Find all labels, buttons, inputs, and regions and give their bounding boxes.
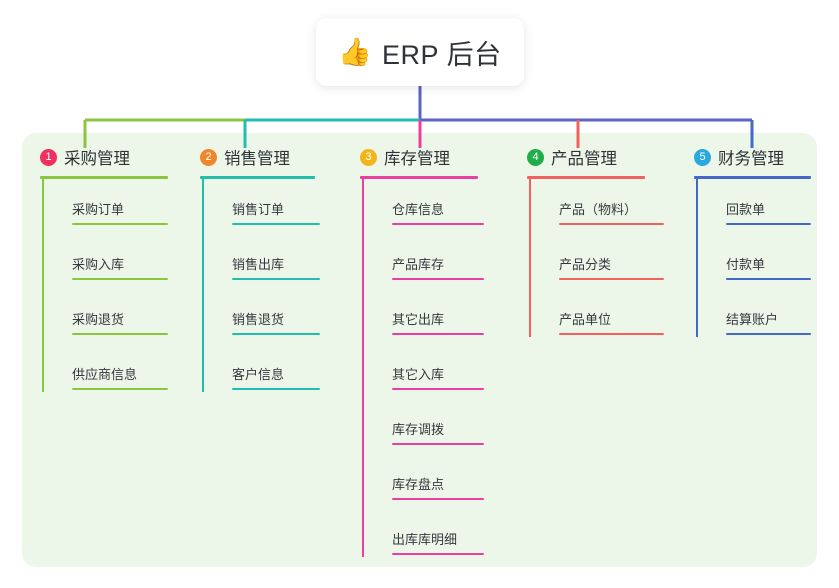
- leaf-label: 仓库信息: [392, 202, 445, 217]
- leaf-underline: [392, 223, 484, 225]
- leaf-underline: [392, 498, 484, 500]
- branch-stem-3: [362, 179, 364, 557]
- leaf-label: 结算账户: [726, 312, 779, 327]
- leaf-label: 采购退货: [72, 312, 125, 327]
- leaf-label: 销售退货: [232, 312, 285, 327]
- leaf-underline: [72, 333, 168, 335]
- branch-badge-3: 3: [360, 148, 377, 166]
- leaf-label: 销售订单: [232, 202, 285, 217]
- leaf-label: 采购入库: [72, 257, 125, 272]
- leaf-label: 付款单: [726, 257, 766, 272]
- leaf-underline: [726, 223, 811, 225]
- branch-badge-1: 1: [40, 148, 57, 166]
- leaf-underline: [559, 223, 664, 225]
- branch-header-3[interactable]: 3 库存管理: [360, 145, 450, 169]
- branch-stem-4: [529, 179, 531, 337]
- root-title: ERP 后台: [382, 39, 502, 70]
- branch-title-5: 财务管理: [718, 150, 784, 168]
- leaf-underline: [72, 278, 168, 280]
- leaf-underline: [232, 223, 320, 225]
- leaf-label: 其它入库: [392, 367, 445, 382]
- leaf-underline: [232, 388, 320, 390]
- branch-underline-3: [360, 176, 478, 179]
- leaf-label: 供应商信息: [72, 367, 138, 382]
- branch-stem-2: [202, 179, 204, 392]
- branches-panel: [22, 133, 817, 567]
- branch-header-5[interactable]: 5 财务管理: [694, 145, 784, 169]
- leaf-label: 库存调拨: [392, 422, 445, 437]
- leaf-underline: [232, 278, 320, 280]
- leaf-label: 采购订单: [72, 202, 125, 217]
- branch-stem-1: [42, 179, 44, 392]
- leaf-underline: [559, 333, 664, 335]
- branch-header-4[interactable]: 4 产品管理: [527, 145, 617, 169]
- root-node[interactable]: 👍 ERP 后台: [316, 18, 524, 86]
- branch-underline-1: [40, 176, 168, 179]
- branch-badge-2: 2: [200, 148, 217, 166]
- branch-title-4: 产品管理: [551, 150, 617, 168]
- leaf-label: 产品库存: [392, 257, 445, 272]
- leaf-underline: [392, 278, 484, 280]
- leaf-label: 客户信息: [232, 367, 285, 382]
- leaf-underline: [559, 278, 664, 280]
- leaf-label: 回款单: [726, 202, 766, 217]
- leaf-label: 其它出库: [392, 312, 445, 327]
- branch-badge-4: 4: [527, 148, 544, 166]
- leaf-underline: [392, 388, 484, 390]
- branch-underline-4: [527, 176, 645, 179]
- leaf-underline: [72, 388, 168, 390]
- branch-title-3: 库存管理: [384, 150, 450, 168]
- branch-stem-5: [696, 179, 698, 337]
- branch-header-1[interactable]: 1 采购管理: [40, 145, 130, 169]
- leaf-label: 库存盘点: [392, 477, 445, 492]
- leaf-underline: [392, 553, 484, 555]
- leaf-label: 产品分类: [559, 257, 612, 272]
- leaf-label: 出库库明细: [392, 532, 458, 547]
- leaf-underline: [392, 443, 484, 445]
- leaf-label: 产品（物料）: [559, 202, 638, 217]
- branch-header-2[interactable]: 2 销售管理: [200, 145, 290, 169]
- branch-columns: 1 采购管理采购订单采购入库采购退货供应商信息 2 销售管理销售订单销售出库销售退货客…: [22, 133, 817, 567]
- leaf-label: 销售出库: [232, 257, 285, 272]
- branch-badge-5: 5: [694, 148, 711, 166]
- leaf-underline: [232, 333, 320, 335]
- thumbs-up-icon: 👍: [338, 36, 373, 67]
- leaf-underline: [72, 223, 168, 225]
- branch-title-2: 销售管理: [224, 150, 290, 168]
- branch-underline-5: [694, 176, 811, 179]
- branch-underline-2: [200, 176, 315, 179]
- leaf-label: 产品单位: [559, 312, 612, 327]
- leaf-underline: [726, 278, 811, 280]
- branch-title-1: 采购管理: [64, 150, 130, 168]
- leaf-underline: [726, 333, 811, 335]
- leaf-underline: [392, 333, 484, 335]
